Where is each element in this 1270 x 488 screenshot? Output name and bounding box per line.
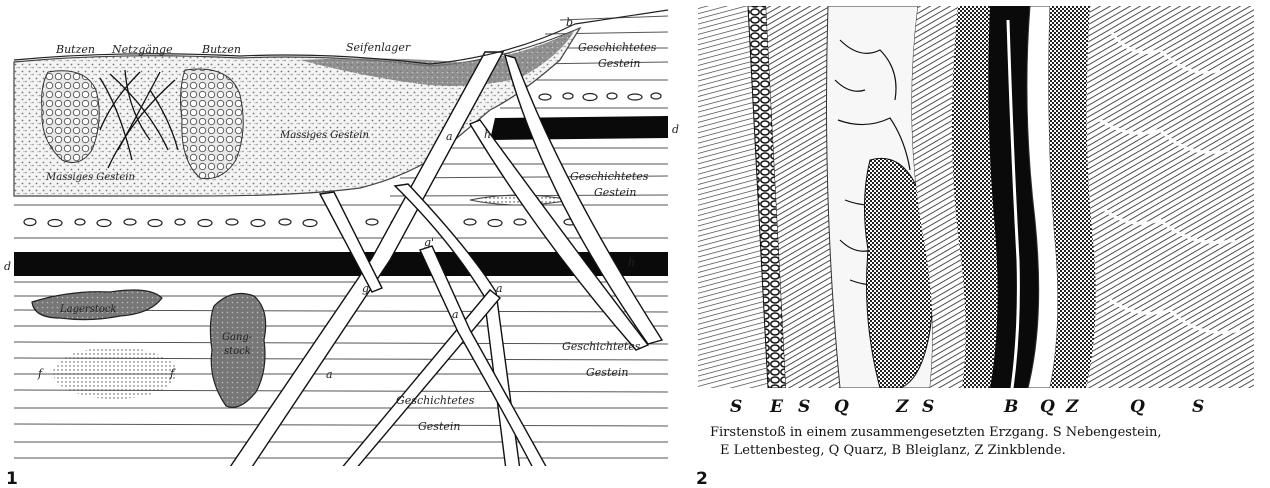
label-lagerstock: Lagerstock xyxy=(59,304,117,315)
letter-s-1: S xyxy=(730,397,742,417)
label-a-upper: a xyxy=(446,130,453,143)
letter-z-1: Z xyxy=(895,397,909,417)
pebble-band-middle xyxy=(24,219,576,227)
label-h-upper: h xyxy=(484,128,491,141)
label-a-mid: a xyxy=(496,282,503,295)
label-a-junction: a xyxy=(452,308,459,321)
label-geschichtetes-bottom-1: Geschichtetes xyxy=(396,394,475,407)
label-geschichtetes-bottom-2: Gestein xyxy=(418,420,460,433)
label-d-right: d xyxy=(672,123,679,136)
label-seifenlager: Seifenlager xyxy=(346,41,411,54)
vein-drawing xyxy=(698,6,1254,388)
label-g: g xyxy=(362,282,369,295)
label-geschichtetes-right-2: Gestein xyxy=(594,186,636,199)
label-geschichtetes-lowright-1: Geschichtetes xyxy=(562,340,641,353)
letter-q-2: Q xyxy=(1040,397,1055,417)
label-geschichtetes-top-1: Geschichtetes xyxy=(578,41,657,54)
figure-2-letters: S E S Q Z S B Q Z Q S xyxy=(730,397,1204,417)
label-d-left: d xyxy=(4,260,11,273)
letter-q-1: Q xyxy=(834,397,849,417)
label-gangstock-2: stock xyxy=(224,346,251,357)
letter-z-2: Z xyxy=(1065,397,1079,417)
letter-e: E xyxy=(769,397,784,417)
label-geschichtetes-lowright-2: Gestein xyxy=(586,366,628,379)
vein-a-cross xyxy=(340,290,500,470)
letter-q-3: Q xyxy=(1130,397,1145,417)
figure-1-geological-section: Butzen Netzgänge Butzen Seifenlager b Ge… xyxy=(0,0,680,488)
vein-g xyxy=(320,192,382,292)
letter-s-3: S xyxy=(922,397,934,417)
butzen-right xyxy=(181,69,244,179)
label-massiges-left: Massiges Gestein xyxy=(45,172,135,183)
label-butzen-left: Butzen xyxy=(55,43,95,56)
caption-line-2: E Lettenbesteg, Q Quarz, B Bleiglanz, Z … xyxy=(720,443,1066,458)
caption-line-1: Firstenstoß in einem zusammengesetzten E… xyxy=(710,425,1162,440)
section-drawing xyxy=(14,16,668,470)
letter-s-2: S xyxy=(798,397,810,417)
label-butzen-right: Butzen xyxy=(201,43,241,56)
impregnation-zone-f xyxy=(53,347,177,399)
figure-2-number: 2 xyxy=(696,469,708,488)
figure-2-vein-cross-section: S E S Q Z S B Q Z Q S Firstenstoß in ein… xyxy=(690,0,1270,488)
pebble-band-upper xyxy=(520,93,661,101)
label-h-lower: h xyxy=(628,256,635,269)
seam-d-upper xyxy=(490,116,668,140)
letter-b: B xyxy=(1003,397,1018,417)
label-b: b xyxy=(566,16,573,29)
label-geschichtetes-right-1: Geschichtetes xyxy=(570,170,649,183)
label-gangstock-1: Gang- xyxy=(222,332,253,343)
label-g-prime: g' xyxy=(424,236,434,249)
letter-s-4: S xyxy=(1192,397,1204,417)
label-geschichtetes-top-2: Gestein xyxy=(598,57,640,70)
label-a-lower: a xyxy=(326,368,333,381)
label-netzgaenge: Netzgänge xyxy=(111,43,173,56)
figure-1-number: 1 xyxy=(6,469,18,488)
label-massiges-center: Massiges Gestein xyxy=(279,130,369,141)
